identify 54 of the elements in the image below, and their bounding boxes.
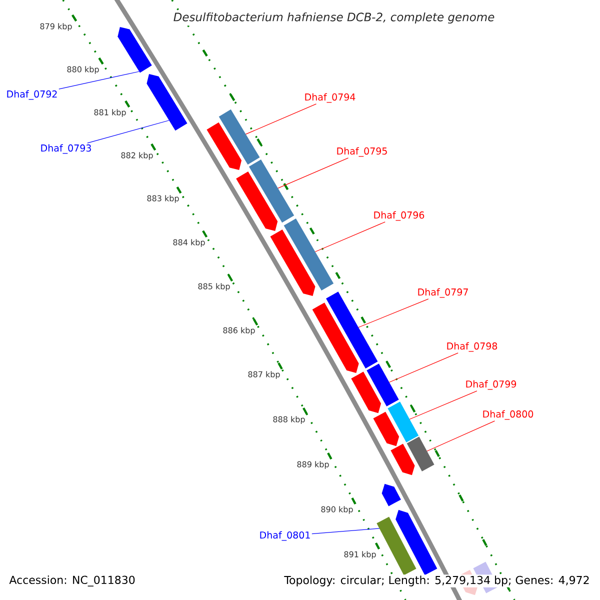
gene-label: Dhaf_0793 xyxy=(41,144,91,154)
accession-label: Accession: NC_011830 xyxy=(8,574,136,588)
scale-label: 879 kbp xyxy=(40,23,72,31)
scale-label: 886 kbp xyxy=(223,327,255,335)
scale-label: 880 kbp xyxy=(67,66,99,74)
gene-block xyxy=(390,444,415,476)
gene-label: Dhaf_0795 xyxy=(337,147,387,157)
gene-block xyxy=(396,510,438,576)
gene-label: Dhaf_0798 xyxy=(447,342,498,352)
scale-label: 889 kbp xyxy=(297,461,329,469)
gene-block xyxy=(248,159,294,223)
gene-block xyxy=(388,402,419,442)
gene-block xyxy=(366,364,399,406)
gene-block xyxy=(382,484,401,506)
leader-line xyxy=(58,71,140,90)
gene-block xyxy=(284,218,334,291)
leader-line xyxy=(312,528,380,534)
scale-label: 891 kbp xyxy=(344,551,376,559)
gene-block xyxy=(236,171,278,232)
gene-block xyxy=(312,302,359,374)
gene-block xyxy=(118,27,152,73)
gene-block xyxy=(146,74,188,131)
leader-line xyxy=(388,352,458,383)
gene-label: Dhaf_0794 xyxy=(305,93,356,103)
gene-block xyxy=(326,292,378,368)
gene-label: Dhaf_0797 xyxy=(418,288,468,298)
title: Desulfitobacterium hafniense DCB-2, complete genome xyxy=(171,10,497,26)
gene-block xyxy=(406,436,434,472)
leader-line xyxy=(409,390,478,420)
gene-label: Dhaf_0800 xyxy=(483,410,534,420)
gene-label: Dhaf_0792 xyxy=(7,90,57,100)
gene-block xyxy=(270,230,316,296)
leader-line xyxy=(87,120,170,144)
gene-block xyxy=(351,372,382,414)
leader-line xyxy=(426,420,496,452)
scale-label: 881 kbp xyxy=(94,109,126,117)
leader-line xyxy=(246,104,317,135)
leader-line xyxy=(278,158,349,189)
gene-block xyxy=(376,516,416,576)
scale-label: 884 kbp xyxy=(173,239,205,247)
gene-block xyxy=(373,412,400,446)
scale-label: 890 kbp xyxy=(321,506,353,514)
gene-label: Dhaf_0801 xyxy=(260,531,310,541)
gene-block xyxy=(206,122,242,170)
scale-label: 887 kbp xyxy=(248,371,280,379)
scale-label: 888 kbp xyxy=(273,416,305,424)
scale-label: 882 kbp xyxy=(121,152,153,160)
leader-line xyxy=(314,222,386,252)
leader-line xyxy=(358,298,429,328)
scale-label: 885 kbp xyxy=(198,283,230,291)
gene-label: Dhaf_0799 xyxy=(466,380,516,390)
gene-block xyxy=(218,109,260,165)
scale-label: 883 kbp xyxy=(147,195,179,203)
gene-label: Dhaf_0796 xyxy=(374,211,424,221)
